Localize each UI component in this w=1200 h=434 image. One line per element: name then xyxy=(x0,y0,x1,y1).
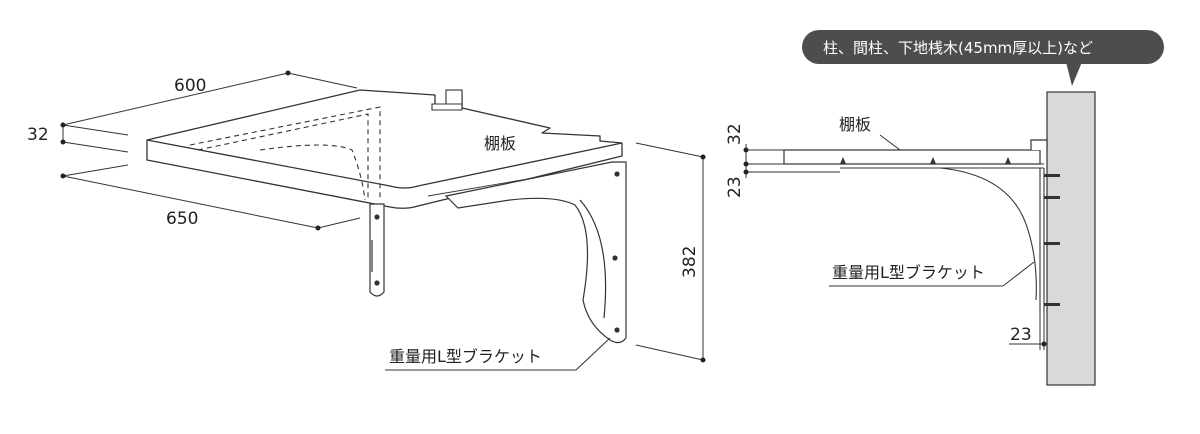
dimension-point xyxy=(60,139,66,145)
dimension-thickness xyxy=(62,124,129,153)
dimension-height-label: 382 xyxy=(680,246,700,278)
perspective-view: 600 32 650 xyxy=(27,70,706,371)
dimension-point xyxy=(285,70,291,76)
side-shelf-label: 棚板 xyxy=(839,115,871,134)
bracket-label: 重量用L型ブラケット xyxy=(389,347,542,366)
side-section-view: 柱、間柱、下地桟木(45mm厚以上)など 棚板 xyxy=(725,30,1164,386)
dimension-side-bracket-top-label: 23 xyxy=(725,176,745,198)
wall-cleat xyxy=(431,89,463,111)
bracket-front xyxy=(444,161,627,344)
dimension-point xyxy=(743,169,749,175)
bracket-section xyxy=(840,163,1045,312)
screws xyxy=(840,157,1060,306)
dimension-depth-label: 650 xyxy=(166,209,198,229)
dimension-point xyxy=(60,122,66,128)
dimension-point xyxy=(60,173,66,179)
dimension-depth xyxy=(62,164,361,229)
dimension-point xyxy=(1041,341,1047,347)
side-bracket-label: 重量用L型ブラケット xyxy=(832,263,985,282)
dimension-point xyxy=(743,161,749,167)
dimension-height xyxy=(635,142,704,361)
side-shelf-leader xyxy=(879,134,901,151)
side-bracket-leader xyxy=(829,261,1035,287)
dimension-point xyxy=(315,225,321,231)
wall-callout: 柱、間柱、下地桟木(45mm厚以上)など xyxy=(802,30,1164,86)
dimension-width xyxy=(62,72,358,126)
dimension-point xyxy=(700,154,706,160)
dimension-side-shelf-label: 32 xyxy=(725,123,745,145)
dimension-side-bottom-label: 23 xyxy=(1010,325,1032,345)
hidden-bracket-back xyxy=(189,106,381,201)
dimension-width-label: 600 xyxy=(174,76,206,96)
wall-stud xyxy=(1046,91,1096,386)
bracket-rear xyxy=(369,203,385,297)
wall-callout-text: 柱、間柱、下地桟木(45mm厚以上)など xyxy=(823,39,1093,57)
dimension-thickness-label: 32 xyxy=(27,125,49,145)
dimension-point xyxy=(700,357,706,363)
shelf-label: 棚板 xyxy=(484,134,516,153)
dimension-point xyxy=(743,147,749,153)
bracket-leader xyxy=(385,337,611,371)
